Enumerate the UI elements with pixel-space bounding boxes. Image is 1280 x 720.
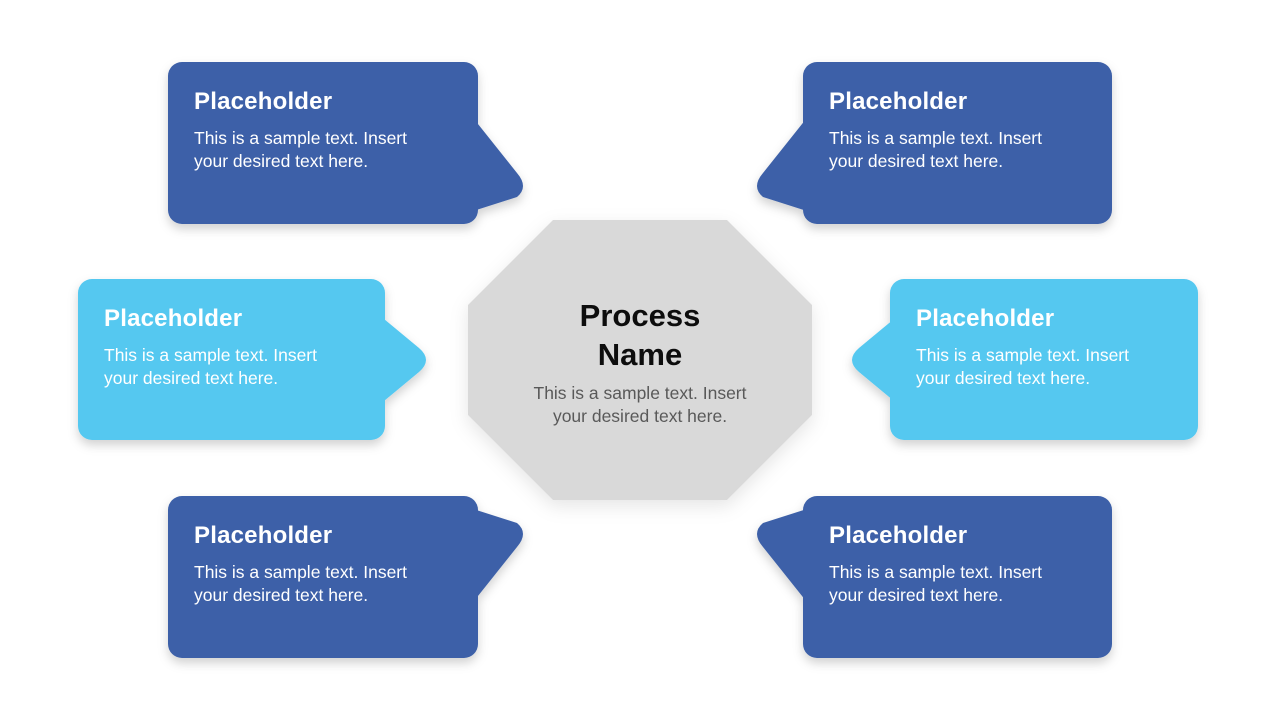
callout-shape-middle-right[interactable] — [852, 279, 1198, 440]
callout-shape-top-left[interactable] — [168, 62, 523, 224]
callout-middle-left[interactable]: Placeholder This is a sample text. Inser… — [104, 304, 354, 390]
callout-body: This is a sample text. Insert your desir… — [194, 562, 407, 605]
callout-body: This is a sample text. Insert your desir… — [916, 345, 1129, 388]
callout-top-left[interactable]: Placeholder This is a sample text. Inser… — [194, 87, 444, 173]
callout-shape-middle-left[interactable] — [78, 279, 426, 440]
process-name-body: This is a sample text. Insert your desir… — [533, 383, 747, 426]
callout-top-right[interactable]: Placeholder This is a sample text. Inser… — [829, 87, 1079, 173]
callout-bottom-left[interactable]: Placeholder This is a sample text. Inser… — [194, 521, 444, 607]
callout-shape-bottom-left[interactable] — [168, 496, 523, 658]
callout-title: Placeholder — [916, 305, 1055, 332]
callout-shape-top-right[interactable] — [757, 62, 1112, 224]
callout-middle-right[interactable]: Placeholder This is a sample text. Inser… — [916, 304, 1166, 390]
callout-title: Placeholder — [829, 88, 968, 115]
callout-bottom-right[interactable]: Placeholder This is a sample text. Inser… — [829, 521, 1079, 607]
process-name-block[interactable]: Process Name This is a sample text. Inse… — [510, 296, 770, 428]
callout-title: Placeholder — [194, 522, 333, 549]
callout-body: This is a sample text. Insert your desir… — [829, 562, 1042, 605]
callout-body: This is a sample text. Insert your desir… — [829, 128, 1042, 171]
callout-title: Placeholder — [829, 522, 968, 549]
callout-body: This is a sample text. Insert your desir… — [194, 128, 407, 171]
process-octagon-shape[interactable] — [468, 220, 812, 500]
callout-title: Placeholder — [194, 88, 333, 115]
callout-title: Placeholder — [104, 305, 243, 332]
callout-body: This is a sample text. Insert your desir… — [104, 345, 317, 388]
process-name-title: Process Name — [579, 298, 701, 372]
callout-shape-bottom-right[interactable] — [757, 496, 1112, 658]
